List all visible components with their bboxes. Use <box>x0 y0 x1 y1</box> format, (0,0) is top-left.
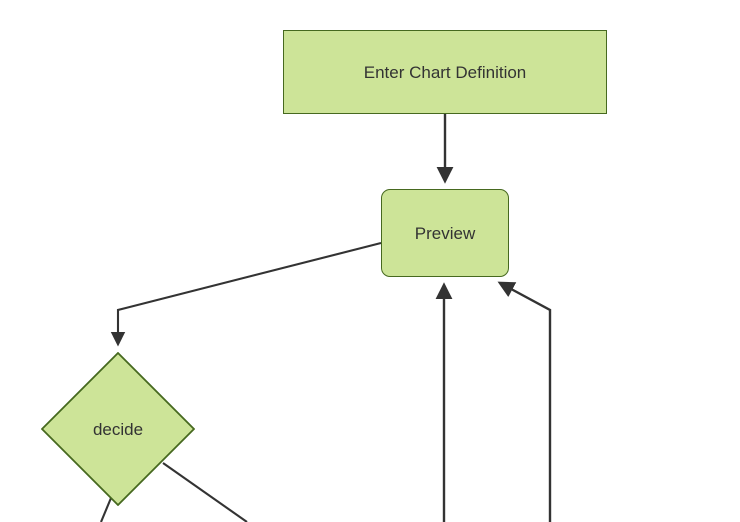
node-decide[interactable]: decide <box>41 352 195 506</box>
node-enter-chart-definition[interactable]: Enter Chart Definition <box>283 30 607 114</box>
node-preview[interactable]: Preview <box>381 189 509 277</box>
node-label: Enter Chart Definition <box>363 62 527 82</box>
edge-decide-right-out <box>162 462 248 522</box>
edge-preview-to-decide <box>110 241 382 347</box>
node-label: Preview <box>414 223 476 243</box>
diamond-shape <box>41 352 195 506</box>
edge-bottom-right-to-preview <box>497 281 552 522</box>
edge-decide-bottom-out <box>100 497 112 522</box>
